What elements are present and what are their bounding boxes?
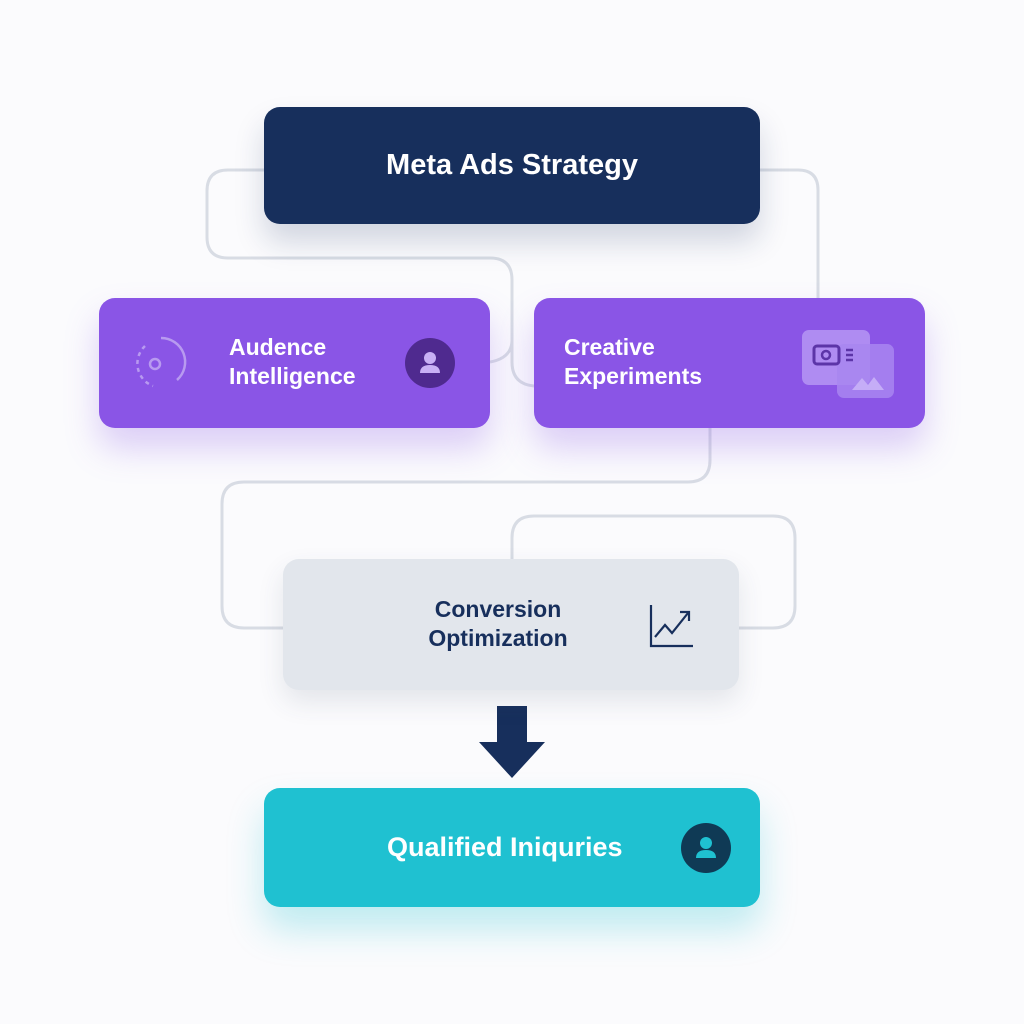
- node-meta-ads-strategy[interactable]: Meta Ads Strategy: [264, 107, 760, 224]
- connector-top-to-creative: [510, 330, 535, 388]
- arrow-down-icon: [479, 706, 545, 778]
- node-title-line1: Conversion: [434, 596, 562, 622]
- user-icon: [681, 823, 731, 873]
- trend-chart-icon: [648, 603, 696, 654]
- node-qualified-inquiries[interactable]: Qualified Iniquries: [264, 788, 760, 907]
- node-title-line1: Creative: [564, 334, 655, 360]
- radar-icon: [133, 332, 193, 397]
- node-title-line2: Intelligence: [229, 363, 356, 389]
- connector-top-right: [760, 168, 820, 298]
- node-title: Meta Ads Strategy: [386, 149, 638, 181]
- node-audience-intelligence[interactable]: Audence Intelligence: [99, 298, 490, 428]
- node-conversion-optimization[interactable]: Conversion Optimization: [283, 559, 739, 690]
- node-title-line1: Audence: [229, 334, 327, 360]
- connector-creative-to-conversion: [220, 428, 712, 630]
- connector-conversion-loop: [510, 514, 797, 630]
- node-title-line2: Optimization: [428, 625, 568, 651]
- image-icon: [802, 328, 897, 405]
- node-creative-experiments[interactable]: Creative Experiments: [534, 298, 925, 428]
- node-title-line2: Experiments: [564, 363, 703, 389]
- node-title: Qualified Iniquries: [387, 832, 623, 862]
- user-icon: [405, 338, 455, 388]
